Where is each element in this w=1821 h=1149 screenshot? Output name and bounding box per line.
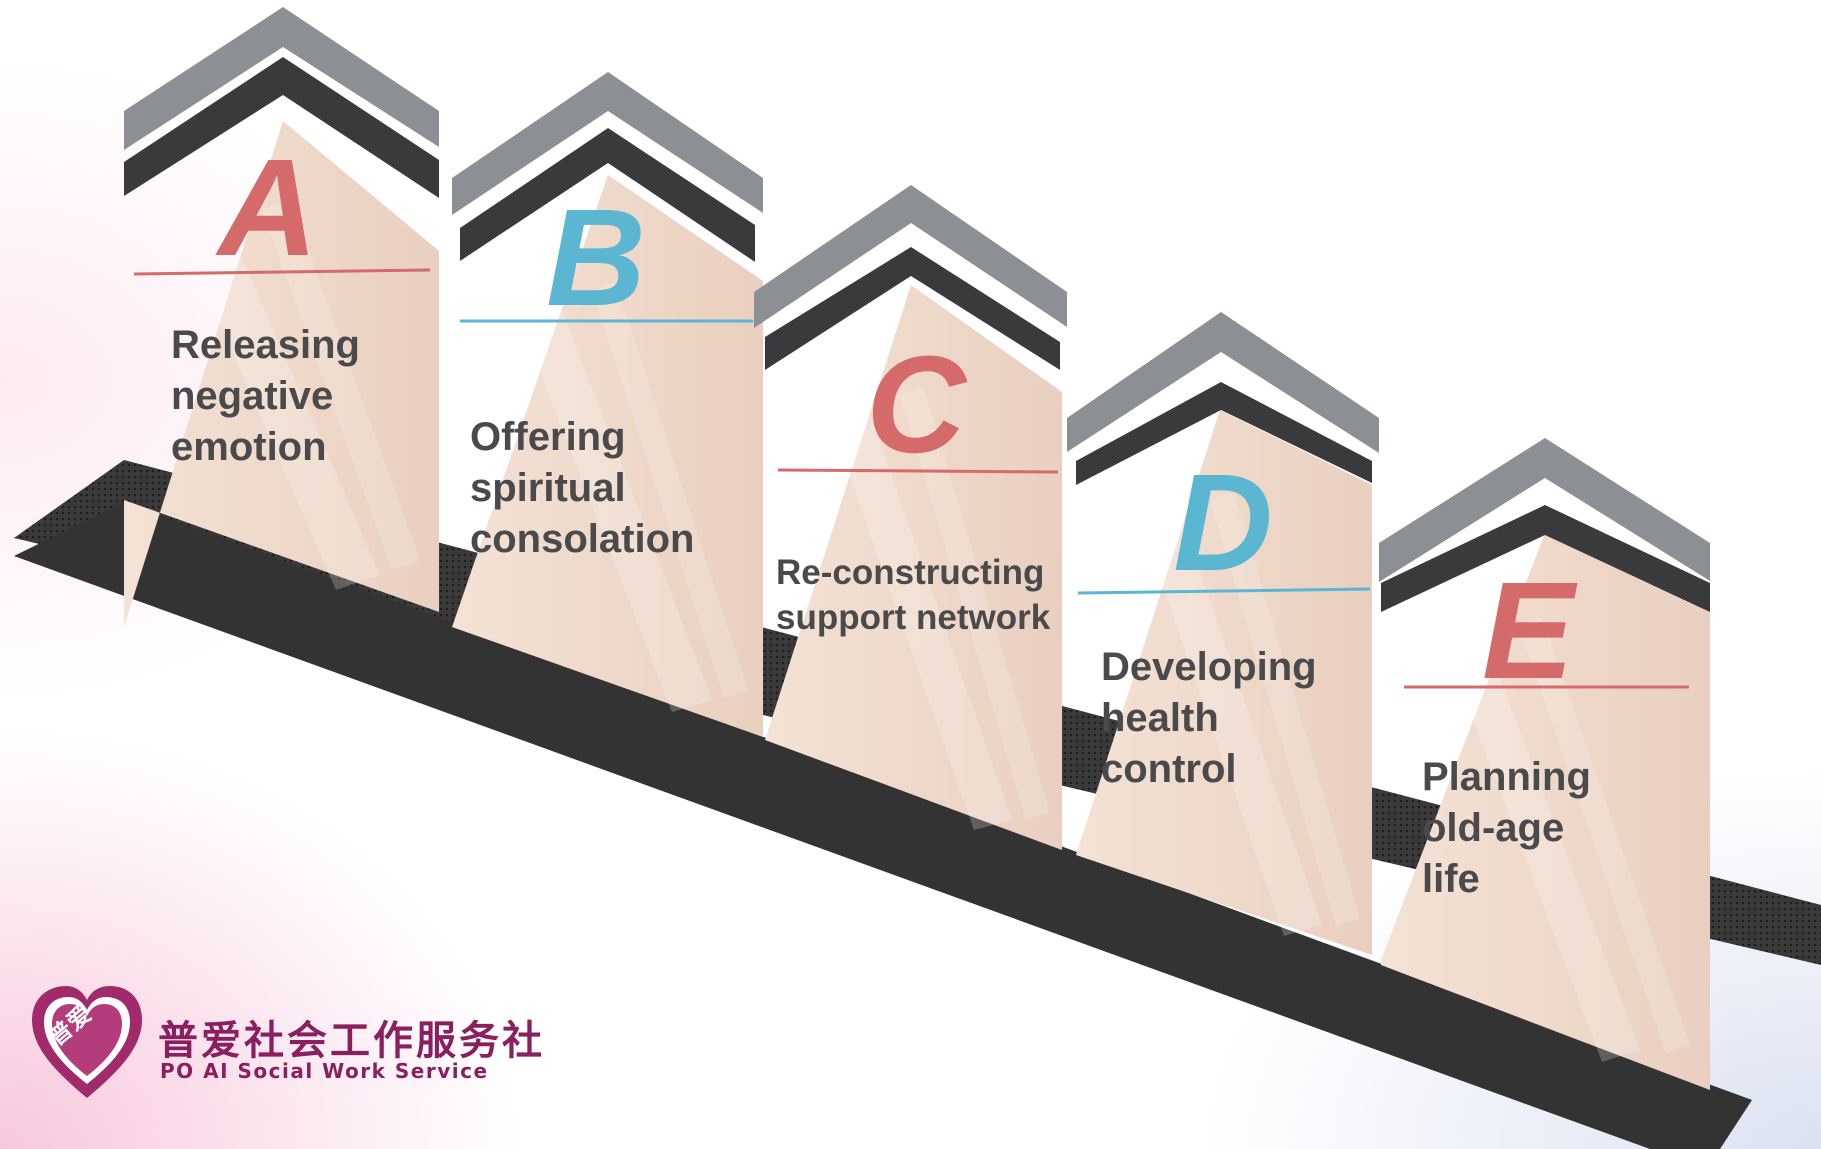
house-body	[1076, 410, 1372, 955]
house-body	[765, 285, 1062, 850]
step-label-e: Planning old-age life	[1422, 755, 1591, 901]
heart-logo-icon	[32, 986, 142, 1098]
step-house-d	[1067, 312, 1379, 955]
roof-outer	[1379, 438, 1710, 582]
house-body	[452, 175, 763, 737]
light-stripe	[592, 282, 748, 698]
light-stripe	[1210, 492, 1360, 926]
step-label-b: Offering spiritual consolation	[470, 415, 695, 561]
org-name-english: PO AI Social Work Service	[160, 1059, 489, 1083]
house-body	[1381, 533, 1710, 1090]
step-letter-a: A	[215, 131, 318, 285]
roof-inner	[1076, 382, 1372, 485]
light-stripe	[520, 305, 712, 712]
roof-outer	[124, 7, 439, 150]
step-letter-e: E	[1482, 554, 1578, 708]
step-letter-c: C	[866, 328, 968, 482]
light-stripe	[262, 200, 420, 570]
light-stripe	[188, 235, 380, 590]
divider-line	[1077, 587, 1371, 595]
roof-outer	[754, 185, 1067, 328]
step-label-c: Re-constructing support network	[776, 553, 1051, 637]
light-stripe	[1445, 633, 1640, 1062]
house-body	[124, 121, 439, 627]
roof-inner	[765, 247, 1060, 370]
light-stripe	[830, 408, 1012, 830]
base-slab	[14, 502, 1752, 1149]
step-house-b	[452, 72, 763, 737]
roof-inner	[1381, 505, 1710, 612]
roof-outer	[1067, 312, 1379, 453]
step-house-e	[1379, 438, 1710, 1090]
roof-inner	[124, 57, 439, 198]
org-name-chinese: 普爱社会工作服务社	[158, 1018, 545, 1064]
step-house-c	[754, 185, 1067, 850]
step-label-d: Developing health control	[1101, 645, 1317, 791]
roof-inner	[460, 128, 755, 262]
step-label-a: Releasing negative emotion	[171, 323, 360, 469]
step-house-a	[124, 7, 439, 627]
light-stripe	[1140, 508, 1322, 936]
step-letter-d: D	[1173, 446, 1273, 600]
roof-outer	[452, 72, 763, 215]
light-stripe	[1518, 617, 1690, 1053]
divider-line	[777, 468, 1059, 474]
step-letter-b: B	[546, 181, 646, 335]
divider-line	[133, 268, 431, 276]
light-stripe	[900, 388, 1050, 820]
